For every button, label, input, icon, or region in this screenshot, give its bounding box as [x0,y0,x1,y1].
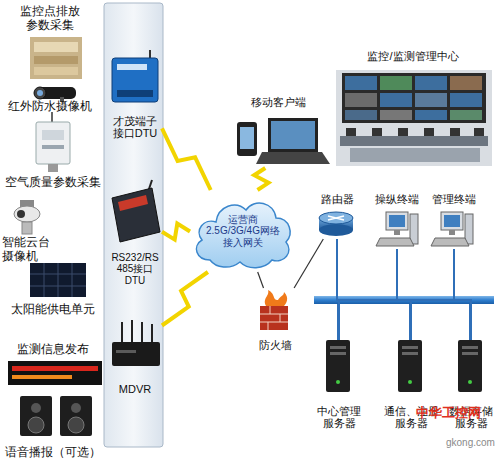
speaker-icon [20,396,92,436]
node-label: 管理终端 [428,193,480,206]
air-sensor-icon [36,112,70,172]
firewall-icon [260,290,288,330]
terminal-icon [431,212,473,246]
bus-drop [409,304,411,340]
watermark: 中华工控网 [416,404,481,422]
firewall-device: 防火墙 [250,288,300,352]
control-room-photo [336,70,492,166]
display-item: 监测信息发布 [0,343,105,388]
node-label: 监测信息发布 [3,343,103,357]
server-icon [458,340,482,392]
router-device: 路由器 [314,193,360,239]
node-label: 空气质量参数采集 [1,176,105,190]
node-label: 操纵终端 [372,193,422,206]
network-cloud: 运营商 2.5G/3G/4G网络 接入网关 [190,190,296,272]
watermark: gkong.com [446,437,495,448]
sensor-item: 智能云台摄像机 [2,196,102,264]
network-bus [314,296,494,304]
sensor-item: 红外防水摄像机 [0,84,100,114]
node-label: 路由器 [314,193,360,206]
node-label: 语音播报（可选） [1,446,105,460]
dtu-device-icon [112,50,158,102]
network-link [294,239,323,288]
terminal-device: 管理终端 [428,193,480,249]
lan-link [337,239,471,340]
lan-link [337,239,454,300]
terminal-device: 操纵终端 [372,193,422,249]
sensor-item: 空气质量参数采集 [0,110,105,190]
lan-link [337,239,411,340]
lan-link [337,239,339,340]
device-panel [104,3,163,447]
node-label: 防火墙 [250,339,300,352]
lan-link [337,239,397,300]
control-center: 监控/监测管理中心 [332,50,494,168]
sensor-item: 监控点排放参数采集 [0,5,100,83]
node-label: 监控点排放参数采集 [17,5,83,33]
solar-panel-icon [30,263,86,297]
node-label: MDVR [109,383,161,396]
node-label: 运营商 2.5G/3G/4G网络 接入网关 [203,214,283,249]
node-label: 移动客户端 [233,96,323,109]
client-device: 移动客户端 [232,96,324,168]
node-label: 红外防水摄像机 [1,100,99,114]
network-link [258,272,264,288]
router-icon [319,212,353,236]
mdvr-device: MDVR [108,318,162,396]
wireless-link [162,128,211,190]
terminal-icon [376,212,418,246]
dtu-device: 才茂端子接口DTU [108,48,162,140]
server-device: 中心管理服务器 [308,340,370,430]
node-label: 太阳能供电单元 [3,303,103,317]
node-label: 监控/监测管理中心 [333,50,493,63]
node-label: 才茂端子接口DTU [110,115,160,140]
node-label: RS232/RS485接口DTU [111,252,159,287]
led-sign-icon [8,361,102,385]
power-item: 太阳能供电单元 [0,260,105,317]
mobile-client-icon [237,118,330,164]
ptz-camera-icon [14,200,40,234]
wireless-link [254,168,268,190]
speaker-item: 语音播报（可选） [0,392,105,460]
wireless-link [162,224,190,240]
node-label: 智能云台摄像机 [2,236,54,264]
node-label: 中心管理服务器 [314,405,364,430]
server-icon [326,340,350,392]
wireless-link [162,272,208,326]
dtu-device-icon [112,180,160,242]
bus-drop [337,304,339,340]
dtu-device: RS232/RS485接口DTU [108,178,162,286]
emission-photo [30,37,82,79]
bus-drop [469,304,471,340]
mdvr-device-icon [112,320,160,366]
server-icon [398,340,422,392]
